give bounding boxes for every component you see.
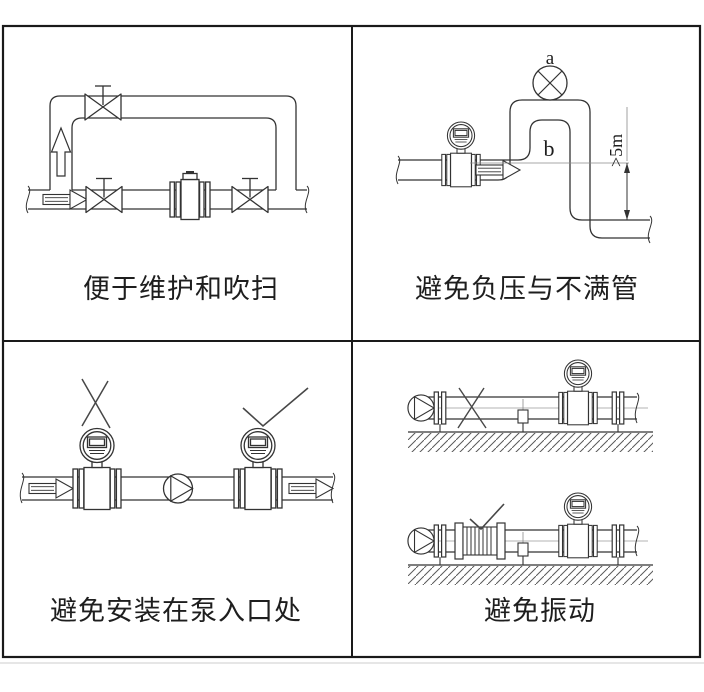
- vent-valve-icon: [532, 65, 568, 101]
- vibration-wrong-arrangement: [407, 359, 653, 452]
- shutoff-valve-icon: [231, 177, 269, 214]
- pump-icon: [407, 394, 435, 422]
- pipe-break: [634, 525, 640, 557]
- panel-caption: 避免负压与不满管: [415, 274, 639, 304]
- flowmeter-icon: [169, 170, 211, 221]
- panel-caption: 便于维护和吹扫: [83, 274, 279, 304]
- check-mark-icon: [469, 503, 505, 531]
- shutoff-valve-icon: [85, 177, 123, 214]
- flow-arrow-icon: [28, 478, 74, 499]
- frame-border: [1, 24, 702, 659]
- expansion-joint-icon: [454, 522, 506, 560]
- bypass-valve-icon: [84, 85, 122, 121]
- pipe-clamp-support: [517, 399, 529, 432]
- pump-icon: [162, 473, 194, 504]
- flowmeter-with-transmitter-icon: [558, 359, 598, 426]
- pump-icon: [407, 527, 435, 555]
- vibration-correct-arrangement: [407, 492, 653, 585]
- bypass-pipe: [49, 95, 297, 190]
- ground-hatch: [408, 564, 653, 585]
- high-point-label: b: [544, 136, 555, 161]
- panel-caption: 避免安装在泵入口处: [50, 596, 302, 626]
- up-arrow-icon: [50, 126, 72, 177]
- pipe-break: [304, 185, 310, 214]
- flowmeter-with-transmitter-icon: [72, 427, 122, 511]
- panel-negative-pressure: a b >5m 避免负压与不满管: [395, 48, 653, 304]
- pipe-break: [330, 472, 336, 504]
- panel-maintenance-bypass: 便于维护和吹扫: [25, 85, 310, 304]
- flowmeter-with-transmitter-icon: [233, 427, 283, 511]
- flow-arrow-icon: [288, 478, 334, 499]
- wrong-mark-icon: [457, 387, 487, 429]
- panel-vibration: 避免振动: [407, 359, 653, 626]
- pipe-break: [647, 215, 653, 244]
- flowmeter-with-transmitter-icon: [558, 492, 598, 559]
- panel-pump-inlet: 避免安装在泵入口处: [19, 378, 336, 626]
- pipe-run: [395, 99, 653, 244]
- pipe-break: [19, 472, 25, 504]
- ground-hatch: [408, 431, 653, 452]
- min-height-label: >5m: [606, 134, 626, 167]
- dimension-annotation: >5m: [470, 107, 630, 220]
- pipe-break: [25, 185, 31, 214]
- flow-arrow-icon: [42, 189, 88, 210]
- check-mark-icon: [242, 387, 309, 428]
- main-pipe: [25, 185, 310, 214]
- pipe-break: [634, 392, 640, 424]
- flowmeter-with-transmitter-icon: [441, 121, 481, 188]
- pipe-break: [395, 155, 401, 185]
- main-pipe: [421, 392, 640, 424]
- pipe-clamp-support: [517, 532, 529, 565]
- panel-caption: 避免振动: [484, 596, 596, 626]
- vent-valve-label: a: [546, 48, 555, 69]
- wrong-mark-icon: [81, 378, 111, 429]
